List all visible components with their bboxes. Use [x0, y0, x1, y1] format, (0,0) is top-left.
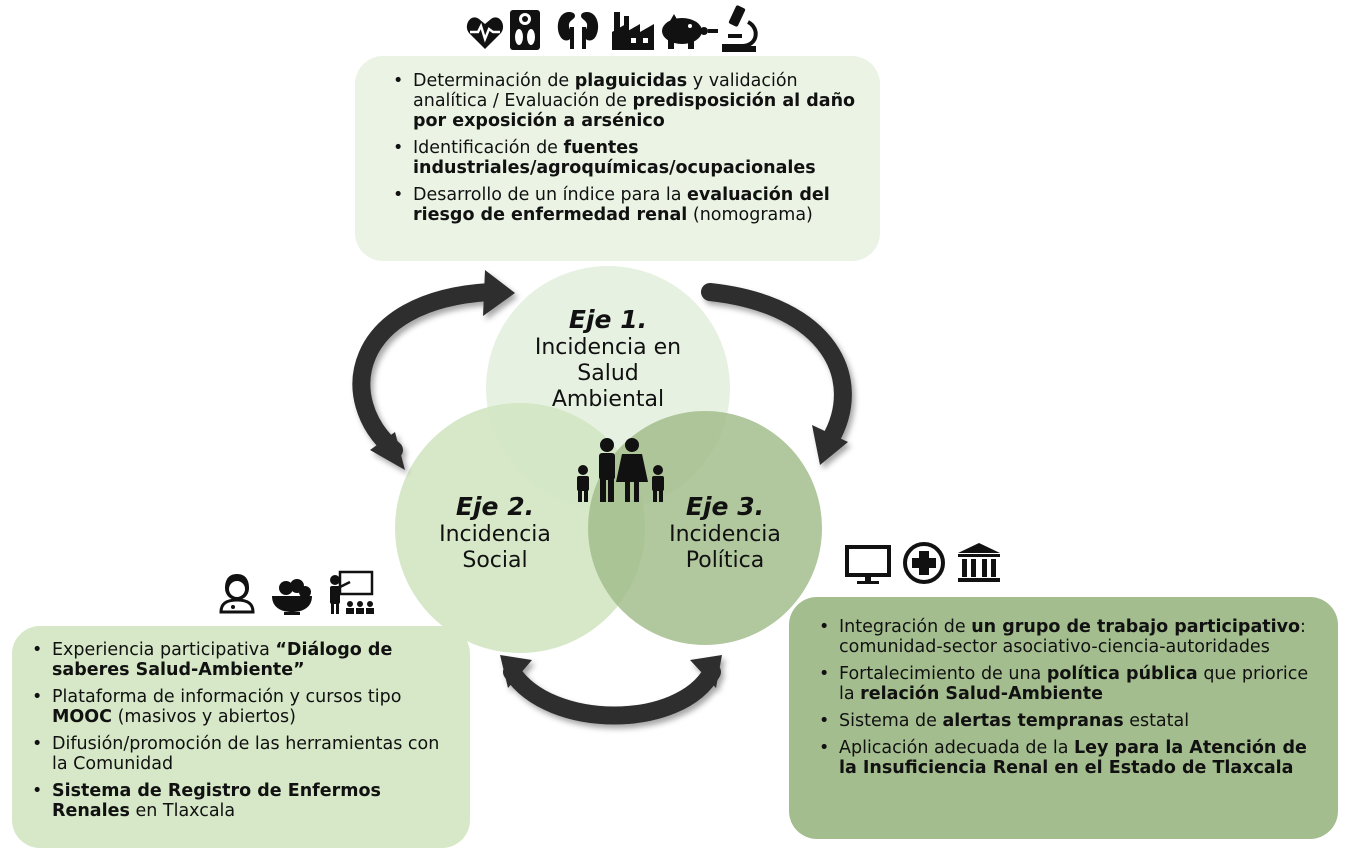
action-item: Plataforma de información y cursos tipo … [28, 687, 456, 727]
axis-1-title: Eje 1. [568, 305, 648, 334]
action-item-bold-text: “Diálogo de saberes Salud-Ambiente” [52, 640, 393, 680]
axis-2-label: Eje 2. Incidencia Social [405, 492, 585, 574]
arrow-head-right [812, 425, 848, 465]
axis-3-circle [588, 411, 822, 645]
doctor-icon [219, 574, 255, 614]
action-item: Sistema de Registro de Enfermos Renales … [28, 781, 456, 821]
axis-3-line: Política [685, 548, 765, 573]
action-item: Sistema de alertas tempranas estatal [815, 711, 1318, 731]
piggy-bank-icon [662, 14, 718, 49]
action-item-text: estatal [1123, 711, 1190, 731]
microscope-icon [722, 5, 758, 52]
action-item: Difusión/promoción de las herramientas c… [28, 734, 456, 774]
action-item-text: (nomograma) [687, 205, 813, 225]
action-item-text: y validación analítica / Evaluación de [413, 71, 798, 111]
arrow-head-bottom-left [500, 655, 532, 688]
arrow-left-top [352, 283, 499, 459]
axis-3-label: Eje 3. Incidencia Política [640, 492, 810, 574]
axis-2-line: Incidencia [439, 522, 551, 547]
action-item: Aplicación adecuada de la Ley para la At… [815, 738, 1318, 778]
action-item-bold-text: Sistema de Registro de Enfermos Renales [52, 781, 381, 821]
arrow-head-left [370, 432, 405, 470]
axis-1-line: Ambiental [551, 387, 665, 412]
foot-scan-icon [510, 10, 540, 50]
kidneys-icon [557, 12, 599, 49]
action-item-bold-text: evaluación del riesgo de enfermedad rena… [413, 185, 830, 225]
action-item-text: Identificación de [413, 138, 564, 158]
action-item-text: Desarrollo de un índice para la [413, 185, 688, 205]
axis-1-line: Incidencia en [534, 335, 682, 360]
action-item: Fortalecimiento de una política pública … [815, 664, 1318, 704]
cycle-arrows [352, 270, 852, 725]
action-item: Experiencia participativa “Diálogo de sa… [28, 640, 456, 680]
action-item-text: (masivos y abiertos) [112, 707, 296, 727]
action-item-bold-text: predisposición al daño por exposición a … [413, 91, 856, 131]
axis-1-actions-list: Determinación de plaguicidas y validació… [389, 71, 860, 225]
arrow-bottom [503, 663, 721, 725]
axis-3-title: Eje 3. [685, 492, 765, 521]
axis-3-actions-list: Integración de un grupo de trabajo parti… [815, 617, 1318, 778]
action-item-text: Integración de [839, 617, 972, 637]
action-item-text: que priorice la [839, 664, 1309, 704]
action-item-bold-text: un grupo de trabajo participativo [971, 617, 1301, 637]
action-item-text: Fortalecimiento de una [839, 664, 1047, 684]
action-item-bold-text: alertas tempranas [942, 711, 1124, 731]
action-item: Desarrollo de un índice para la evaluaci… [389, 185, 860, 225]
arrow-head-top [483, 270, 515, 316]
action-item-bold-text: fuentes industriales/agroquímicas/ocupac… [413, 138, 816, 178]
action-item-text: Difusión/promoción de las herramientas c… [52, 734, 440, 774]
family-icon [577, 438, 664, 502]
action-item: Integración de un grupo de trabajo parti… [815, 617, 1318, 657]
action-item: Determinación de plaguicidas y validació… [389, 71, 860, 131]
axis-1-line: Salud [577, 361, 639, 386]
axis-3-actions-box: Integración de un grupo de trabajo parti… [789, 597, 1338, 839]
axis-1-actions-box: Determinación de plaguicidas y validació… [355, 56, 880, 261]
action-item-text: en Tlaxcala [129, 801, 236, 821]
action-item-bold-text: plaguicidas [574, 71, 688, 91]
heart-pulse-icon [466, 17, 504, 49]
action-item-text: Determinación de [413, 71, 575, 91]
action-item-text: : comunidad-sector asociativo-ciencia-au… [839, 617, 1306, 657]
axis-2-actions-box: Experiencia participativa “Diálogo de sa… [12, 626, 470, 848]
axis-2-title: Eje 2. [455, 492, 535, 521]
axis-3-line: Incidencia [669, 522, 781, 547]
axis-2-line: Social [462, 548, 528, 573]
action-item-bold-text: relación Salud-Ambiente [860, 684, 1103, 704]
factory-icon [612, 12, 654, 50]
action-item-text: Aplicación adecuada de la [839, 738, 1075, 758]
action-item-bold-text: MOOC [52, 707, 113, 727]
arrow-head-bottom-right [690, 655, 722, 688]
monitor-icon [845, 545, 891, 584]
medical-cross-icon [903, 542, 945, 584]
action-item-bold-text: política pública [1046, 664, 1198, 684]
action-item-bold-text: Ley para la Atención de la Insuficiencia… [839, 738, 1307, 778]
action-item-text: Sistema de [839, 711, 943, 731]
action-item-text: Experiencia participativa [52, 640, 276, 660]
arrow-right-top [701, 283, 852, 449]
axis-2-actions-list: Experiencia participativa “Diálogo de sa… [28, 640, 456, 821]
action-item-text: Plataforma de información y cursos tipo [52, 687, 402, 707]
government-building-icon [958, 543, 1000, 582]
axis-1-label: Eje 1. Incidencia en Salud Ambiental [498, 305, 718, 413]
action-item: Identificación de fuentes industriales/a… [389, 138, 860, 178]
fruit-bowl-icon [272, 579, 312, 615]
teacher-class-icon [330, 570, 374, 614]
